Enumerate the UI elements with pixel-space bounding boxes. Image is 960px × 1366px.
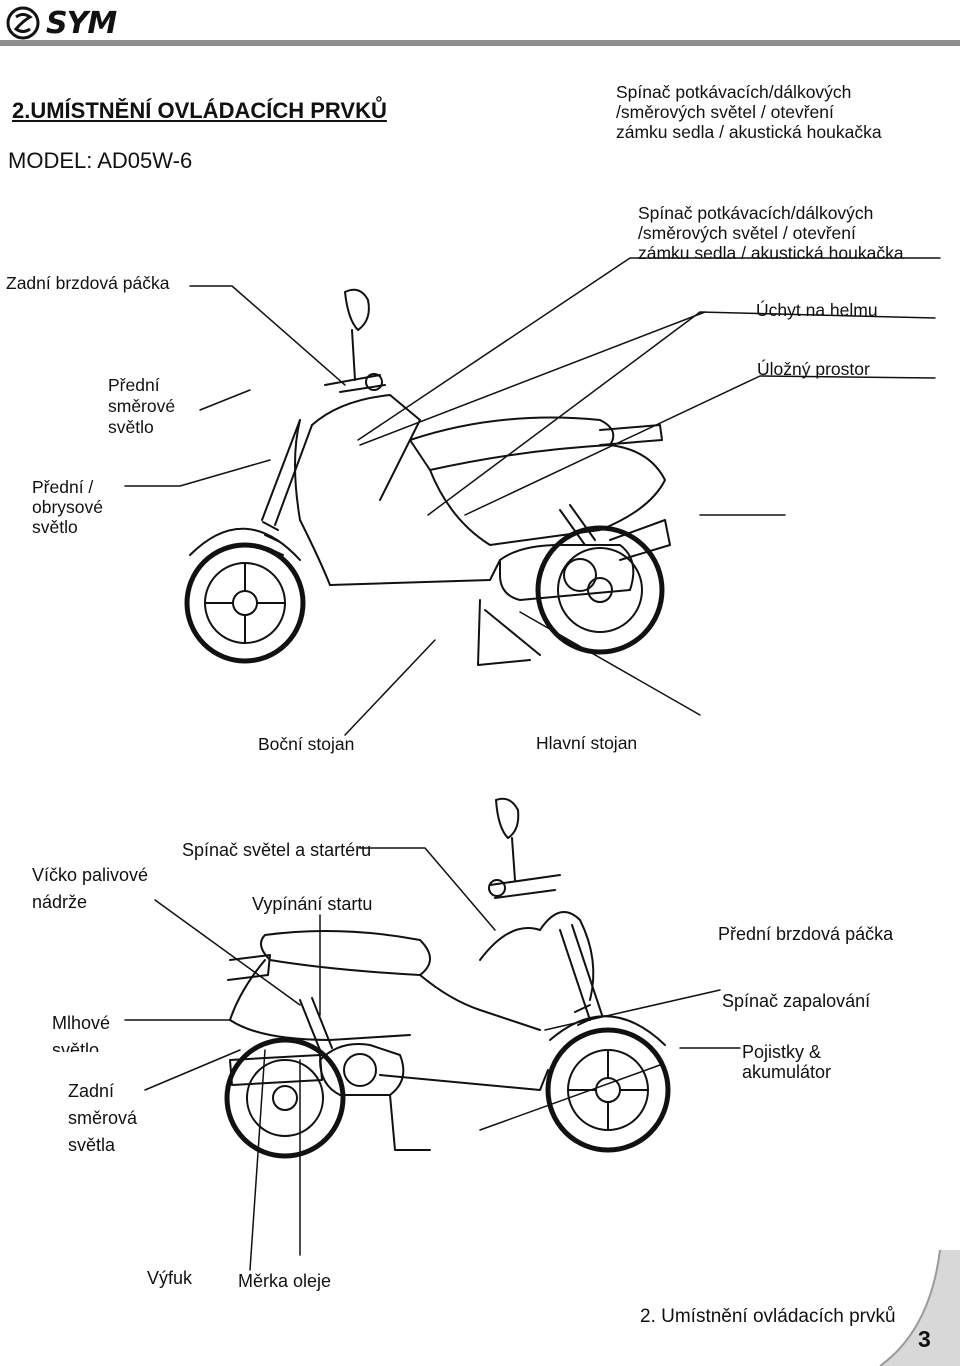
leader-lines-top [124,257,941,736]
label-fuses-line1: Pojistky & [742,1042,822,1062]
label-switch-mid-line3: zámku sedla / akustická houkačka [638,243,904,263]
label-helmet-hook: Úchyt na helmu [756,300,878,320]
label-switch-top-line1: Spínač potkávacích/dálkových [616,82,852,102]
model-label: MODEL: AD05W-6 [8,148,193,173]
page-number: 3 [918,1326,931,1352]
label-switch-top-line3: zámku sedla / akustická houkačka [616,122,882,142]
label-front-position-line1: Přední / [32,477,94,497]
label-switch-mid-line1: Spínač potkávacích/dálkových [638,203,874,223]
label-ignition-switch: Spínač zapalování [722,991,871,1011]
label-fog-light-line2: světlo [52,1040,100,1052]
scooter-top-illustration [184,288,671,666]
label-storage-compartment: Úložný prostor [757,359,870,379]
page-corner-fold [879,1249,960,1366]
label-switch-top-line2: /směrových světel / otevření [616,102,834,122]
label-light-starter-switch: Spínač světel a startéru [182,840,372,860]
label-rear-turn-line2: směrová [68,1108,138,1128]
label-front-position-line3: světlo [32,517,78,537]
label-rear-brake-lever: Zadní brzdová páčka [6,273,170,293]
label-rear-turn-line3: světla [68,1135,116,1155]
leader-lines-bottom [124,847,741,1271]
label-side-stand: Boční stojan [258,734,355,754]
label-fuses-line2: akumulátor [742,1062,832,1082]
brand-logo: SYM [6,4,117,42]
footer-section-name: 2. Umístnění ovládacích prvků [640,1306,896,1327]
label-rear-turn-line1: Zadní [68,1081,115,1101]
label-switch-mid-line2: /směrových světel / otevření [638,223,856,243]
scooter-bottom-illustration [224,797,671,1159]
section-title: 2.UMÍSTNĚNÍ OVLÁDACÍCH PRVKŮ [12,98,387,123]
label-front-brake-lever: Přední brzdová páčka [718,924,894,944]
label-fuel-cap-line1: Víčko palivové [32,865,149,885]
header-bar [0,40,960,46]
label-kill-switch: Vypínání startu [252,894,373,914]
label-fog-light-line1: Mlhové [52,1013,111,1033]
sym-logo-icon [6,6,40,40]
label-front-turn-line3: světlo [108,417,154,437]
label-fuel-cap-line2: nádrže [32,892,88,912]
label-front-turn-line2: směrové [108,396,176,416]
label-front-turn-line1: Přední [108,375,160,395]
label-exhaust: Výfuk [147,1268,193,1288]
label-main-stand: Hlavní stojan [536,733,638,753]
brand-name: SYM [46,5,117,41]
label-oil-dipstick: Měrka oleje [238,1271,332,1291]
label-front-position-line2: obrysové [32,497,104,517]
